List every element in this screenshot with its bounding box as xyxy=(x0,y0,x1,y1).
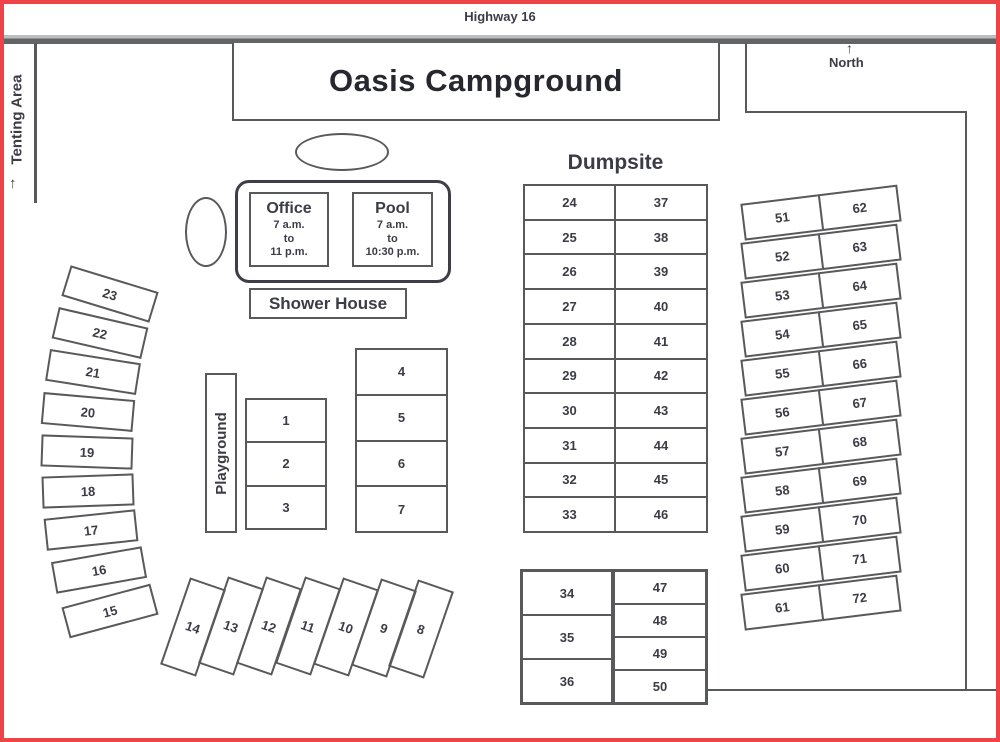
site-26: 26 xyxy=(525,253,614,288)
office-hours-line1: 7 a.m. xyxy=(273,218,305,231)
site-38: 38 xyxy=(616,218,706,254)
site-45: 45 xyxy=(616,461,706,497)
site-20: 20 xyxy=(40,392,136,432)
site-15: 15 xyxy=(61,583,159,639)
site-2: 2 xyxy=(247,441,325,484)
playground-label: Playground xyxy=(212,411,230,495)
north-label: North xyxy=(829,55,864,70)
site-36: 36 xyxy=(523,658,611,702)
dumpsite-label: Dumpsite xyxy=(567,151,664,174)
site-39: 39 xyxy=(616,253,706,288)
site-18: 18 xyxy=(41,473,135,509)
site-44: 44 xyxy=(616,426,706,462)
pool-hours-line2: to xyxy=(387,232,398,245)
site-28: 28 xyxy=(525,322,614,358)
tenting-area-line xyxy=(34,43,37,203)
site-17: 17 xyxy=(43,509,139,551)
site-37: 37 xyxy=(653,194,669,210)
oval-top xyxy=(295,133,389,171)
site-49: 49 xyxy=(615,636,705,669)
site-21: 21 xyxy=(45,349,141,395)
oval-left xyxy=(185,197,227,267)
shower-house-box: Shower House xyxy=(249,288,407,319)
site-30: 30 xyxy=(525,392,614,427)
pool-room: Pool 7 a.m. to 10:30 p.m. xyxy=(352,192,433,267)
tenting-area-arrow-icon: ↑ xyxy=(9,175,17,192)
boundary-right-line xyxy=(965,111,967,691)
site-47: 47 xyxy=(652,580,668,595)
playground-box: Playground xyxy=(205,373,237,533)
site-48: 48 xyxy=(615,603,705,636)
site-1: 1 xyxy=(282,413,290,429)
north-arrow-icon: ↑ xyxy=(846,40,853,56)
office-hours-line2: to xyxy=(283,232,295,245)
pool-hours-line3: 10:30 p.m. xyxy=(365,246,420,259)
site-32: 32 xyxy=(525,461,614,497)
page-title: Oasis Campground xyxy=(329,63,623,98)
pool-label: Pool xyxy=(375,199,410,217)
office-hours-line3: 11 p.m. xyxy=(270,246,308,259)
site-3: 3 xyxy=(247,484,325,528)
site-50: 50 xyxy=(615,669,705,702)
site-7: 7 xyxy=(357,485,446,531)
highway-road xyxy=(0,35,1000,44)
pool-hours-line1: 7 a.m. xyxy=(376,218,409,231)
highway-label: Highway 16 xyxy=(464,9,536,24)
shower-house-label: Shower House xyxy=(268,293,388,313)
site-19: 19 xyxy=(40,434,134,470)
office-room: Office 7 a.m. to 11 p.m. xyxy=(249,192,329,267)
site-43: 43 xyxy=(616,392,706,427)
site-31: 31 xyxy=(525,426,614,462)
site-34: 34 xyxy=(559,585,575,601)
site-24: 24 xyxy=(562,194,577,210)
site-40: 40 xyxy=(616,288,706,323)
site-46: 46 xyxy=(616,496,706,531)
site-27: 27 xyxy=(525,288,614,323)
site-33: 33 xyxy=(525,496,614,531)
site-4: 4 xyxy=(397,364,406,380)
north-box-bottom-line xyxy=(745,111,967,113)
site-6: 6 xyxy=(357,439,446,486)
site-41: 41 xyxy=(616,322,706,358)
site-16: 16 xyxy=(50,546,148,594)
site-42: 42 xyxy=(616,357,706,393)
boundary-bottom-line xyxy=(706,689,996,691)
site-5: 5 xyxy=(357,393,446,440)
tenting-area-label: Tenting Area xyxy=(8,74,26,165)
title-box: Oasis Campground xyxy=(232,43,720,121)
site-35: 35 xyxy=(523,614,611,658)
office-label: Office xyxy=(266,199,312,217)
site-25: 25 xyxy=(525,218,614,254)
site-29: 29 xyxy=(525,357,614,393)
north-box-left-line xyxy=(745,43,747,113)
